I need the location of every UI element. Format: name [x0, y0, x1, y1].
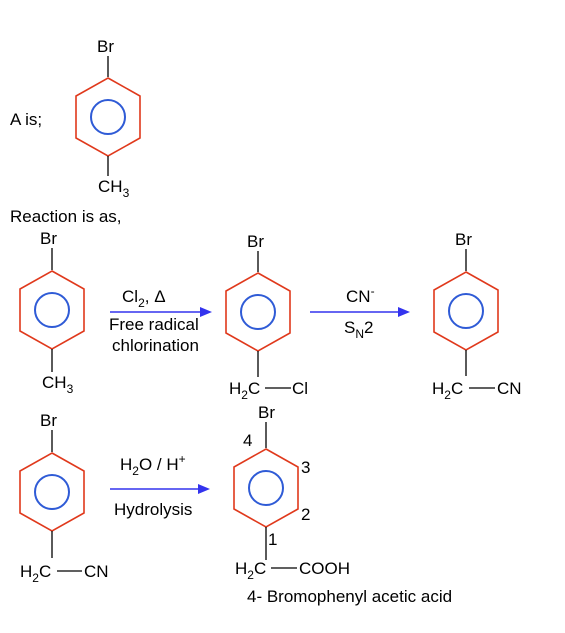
group-ch2: H2C [432, 379, 463, 402]
atom-br: Br [247, 232, 264, 251]
step1-conditions: Cl2, Δ Free radical chlorination [109, 287, 212, 355]
molecule-product: Br 4 3 2 1 H2C COOH 4- Bromophenyl aceti… [233, 403, 452, 606]
benzene-ring [433, 271, 499, 351]
atom-br: Br [455, 230, 472, 249]
reagent-cyanide: CN- [346, 284, 375, 306]
step2-conditions: CN- SN2 [310, 284, 410, 341]
arrowhead [200, 307, 212, 317]
group-ch2: H2C [229, 379, 260, 402]
molecule-benzyl-chloride: Br H2C Cl [225, 232, 308, 402]
position-1: 1 [268, 530, 277, 549]
atom-br: Br [40, 229, 57, 248]
aromatic-circle [248, 470, 284, 506]
group-cn: CN [84, 562, 109, 581]
reagent-acid-water: H2O / H+ [120, 452, 186, 478]
benzene-ring [19, 452, 85, 532]
group-ch2: H2C [235, 559, 266, 582]
aromatic-circle [34, 474, 70, 510]
benzene-ring [233, 448, 299, 528]
atom-ch3: CH3 [98, 177, 130, 200]
product-name: 4- Bromophenyl acetic acid [247, 587, 452, 606]
atom-br: Br [40, 411, 57, 430]
condition-chlorination: chlorination [112, 336, 199, 355]
molecule-benzyl-cyanide-2: Br H2C CN [19, 411, 109, 585]
molecule-start: Br CH3 [19, 229, 85, 396]
mechanism-sn2: SN2 [344, 318, 373, 341]
molecule-benzyl-cyanide: Br H2C CN [432, 230, 522, 402]
molecule-a: Br CH3 [75, 37, 141, 200]
group-cooh: COOH [299, 559, 350, 578]
label-reaction-is: Reaction is as, [10, 207, 122, 226]
atom-br: Br [258, 403, 275, 422]
aromatic-circle [448, 293, 484, 329]
benzene-ring [75, 77, 141, 157]
aromatic-circle [34, 292, 70, 328]
reagent-cl2-heat: Cl2, Δ [122, 287, 166, 310]
condition-hydrolysis: Hydrolysis [114, 500, 192, 519]
benzene-ring [19, 270, 85, 350]
atom-cl: Cl [292, 379, 308, 398]
position-4: 4 [243, 431, 252, 450]
condition-free-radical: Free radical [109, 315, 199, 334]
position-2: 2 [301, 505, 310, 524]
group-ch2: H2C [20, 562, 51, 585]
arrowhead [198, 484, 210, 494]
aromatic-circle [240, 294, 276, 330]
group-cn: CN [497, 379, 522, 398]
atom-br: Br [97, 37, 114, 56]
position-3: 3 [301, 458, 310, 477]
benzene-ring [225, 272, 291, 352]
aromatic-circle [90, 99, 126, 135]
arrowhead [398, 307, 410, 317]
atom-ch3: CH3 [42, 373, 74, 396]
label-a-is: A is; [10, 110, 42, 129]
step3-conditions: H2O / H+ Hydrolysis [110, 452, 210, 519]
